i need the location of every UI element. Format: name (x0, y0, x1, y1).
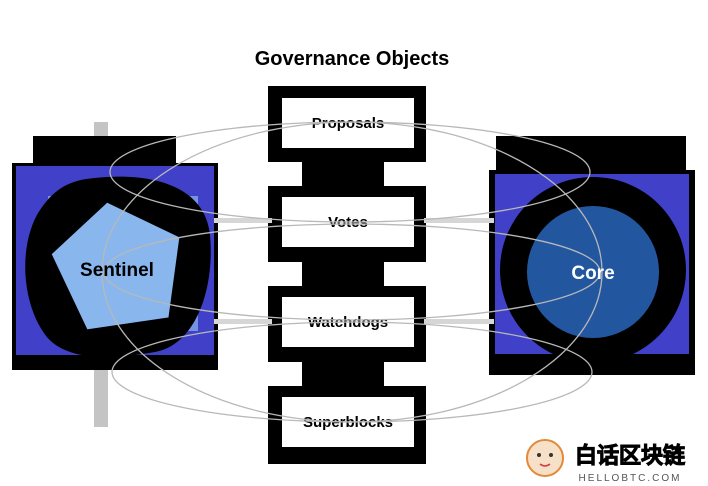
link-left-bottom (214, 319, 272, 324)
watermark-text-en: HELLOBTC.COM (579, 473, 682, 484)
connector-3 (302, 360, 384, 390)
sentinel-label: Sentinel (80, 260, 154, 281)
core-circle (527, 206, 659, 338)
link-right-bottom (424, 319, 494, 324)
link-left-top (214, 218, 272, 223)
watermark-text-cn: 白话区块链 (575, 443, 685, 469)
diagram-title: Governance Objects (255, 48, 450, 70)
sentinel-pentagon (50, 201, 181, 331)
watermark-mascot-icon (526, 439, 564, 477)
mascot-eye-left (537, 453, 541, 457)
sentinel-panel (12, 122, 218, 427)
mascot-mouth (539, 463, 551, 467)
ellipse-middle (103, 223, 601, 321)
link-right-top (424, 218, 494, 223)
core-label: Core (571, 263, 614, 284)
object-label-proposals: Proposals (312, 115, 385, 132)
mascot-eye-right (549, 453, 553, 457)
connection-ellipses (101, 121, 603, 423)
ellipse-superblocks (111, 321, 593, 423)
core-panel (489, 136, 695, 375)
right-header-block (496, 136, 686, 172)
connector-1 (302, 160, 384, 190)
watermark: 白话区块链 HELLOBTC.COM (526, 439, 686, 484)
connector-2 (302, 260, 384, 290)
